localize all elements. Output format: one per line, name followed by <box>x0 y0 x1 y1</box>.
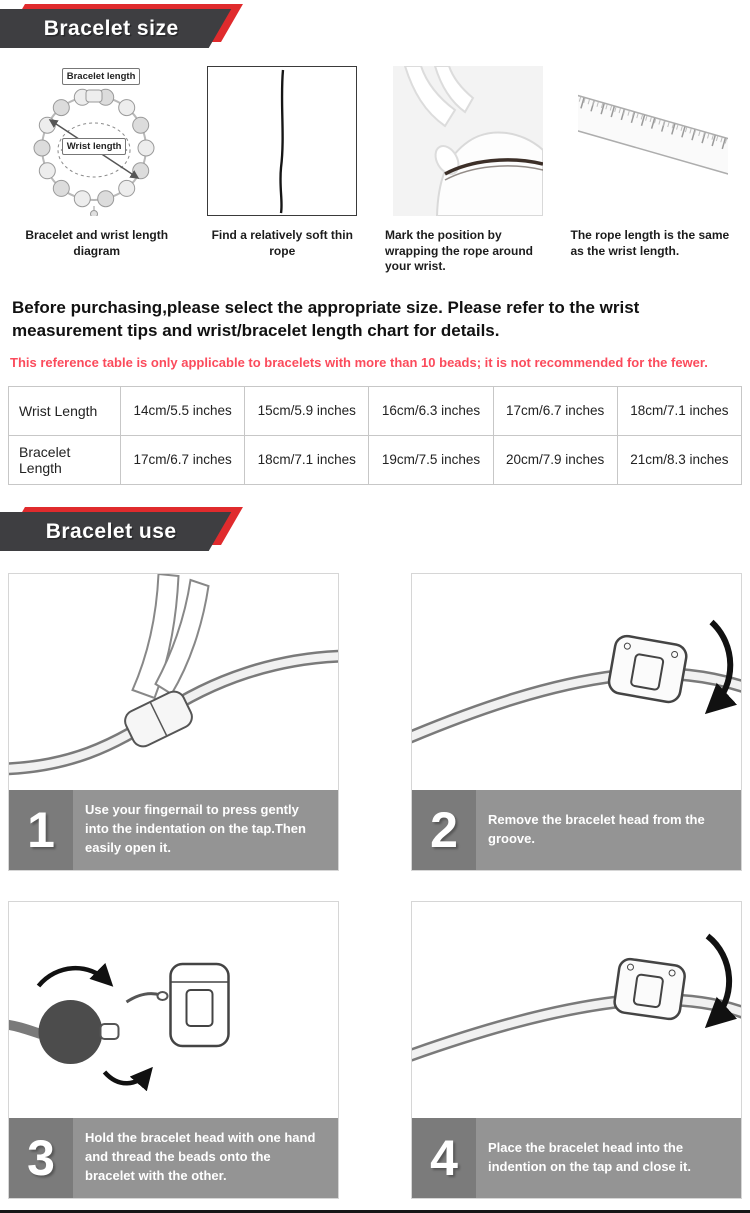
use-step-panel-3: 3 Hold the bracelet head with one hand a… <box>8 900 339 1199</box>
section-title-use: Bracelet use <box>45 519 177 543</box>
measure-caption-3: Mark the position by wrapping the rope a… <box>385 228 534 274</box>
step-number-4: 4 <box>412 1117 476 1198</box>
bracelet-diagram-icon: Bracelet length Wrist length <box>22 66 172 216</box>
table-cell: 18cm/7.1 inches <box>616 385 743 436</box>
table-cell: 16cm/6.3 inches <box>368 385 494 436</box>
table-cell: 17cm/6.7 inches <box>119 434 246 485</box>
table-cell: 20cm/7.9 inches <box>492 434 618 485</box>
banner-dark-shape: Bracelet use <box>0 511 232 551</box>
wrist-wrap-svg <box>392 66 543 216</box>
row-label-wrist: Wrist Length <box>8 385 121 436</box>
table-cell: 17cm/6.7 inches <box>492 385 618 436</box>
ruler-svg <box>578 89 729 183</box>
step-caption-3: Hold the bracelet head with one hand and… <box>85 1130 316 1184</box>
section-banner-size: Bracelet size <box>0 4 750 50</box>
bracelet-length-label: Bracelet length <box>61 68 141 85</box>
close-head-icon <box>412 902 741 1118</box>
step-bar-2: 2 Remove the bracelet head from the groo… <box>412 789 741 870</box>
bottom-divider <box>0 1210 750 1213</box>
wrist-length-row: Wrist Length 14cm/5.5 inches 15cm/5.9 in… <box>8 385 743 436</box>
bracelet-length-row: Bracelet Length 17cm/6.7 inches 18cm/7.1… <box>8 434 743 485</box>
table-cell: 15cm/5.9 inches <box>244 385 370 436</box>
step-number-1: 1 <box>9 789 73 870</box>
press-clasp-svg <box>9 573 338 775</box>
rope-svg <box>279 69 285 214</box>
table-cell: 18cm/7.1 inches <box>244 434 370 485</box>
step-number-2: 2 <box>412 789 476 870</box>
remove-head-icon <box>412 574 741 790</box>
measure-step-4: The rope length is the same as the wrist… <box>561 66 747 275</box>
step-caption-1: Use your fingernail to press gently into… <box>85 802 306 856</box>
use-step-panel-2: 2 Remove the bracelet head from the groo… <box>411 572 742 871</box>
remove-head-svg <box>412 619 741 743</box>
table-cell: 21cm/8.3 inches <box>616 434 743 485</box>
measure-caption-2: Find a relatively soft thin rope <box>211 228 353 258</box>
measure-step-3: Mark the position by wrapping the rope a… <box>375 66 561 275</box>
table-cell: 19cm/7.5 inches <box>368 434 494 485</box>
press-clasp-icon <box>9 573 338 790</box>
measure-step-1: Bracelet length Wrist length Bracelet an… <box>4 66 190 275</box>
step-bar-3: 3 Hold the bracelet head with one hand a… <box>9 1117 338 1198</box>
use-step-panel-1: 1 Use your fingernail to press gently in… <box>8 572 339 871</box>
measure-caption-4: The rope length is the same as the wrist… <box>570 228 730 258</box>
measure-steps-row: Bracelet length Wrist length Bracelet an… <box>4 66 746 275</box>
thread-beads-svg <box>9 962 230 1091</box>
wrist-wrap-icon <box>392 66 543 216</box>
size-table: Wrist Length 14cm/5.5 inches 15cm/5.9 in… <box>8 385 743 485</box>
row-label-bracelet: Bracelet Length <box>8 434 121 485</box>
step-caption-4: Place the bracelet head into the indenti… <box>488 1139 691 1174</box>
step-caption-2: Remove the bracelet head from the groove… <box>488 811 705 846</box>
step-bar-4: 4 Place the bracelet head into the inden… <box>412 1117 741 1198</box>
reference-note: This reference table is only applicable … <box>10 354 708 370</box>
intro-text: Before purchasing,please select the appr… <box>12 297 640 340</box>
wrist-length-label: Wrist length <box>61 138 127 155</box>
rope-icon <box>207 66 358 216</box>
use-step-panel-4: 4 Place the bracelet head into the inden… <box>411 900 742 1199</box>
table-cell: 14cm/5.5 inches <box>119 385 246 436</box>
bracelet-diagram-svg <box>33 88 155 216</box>
step-number-3: 3 <box>9 1117 73 1198</box>
step-bar-1: 1 Use your fingernail to press gently in… <box>9 789 338 870</box>
measure-caption-1: Bracelet and wrist length diagram <box>25 228 169 258</box>
thread-beads-icon <box>9 902 338 1118</box>
section-banner-use: Bracelet use <box>0 506 750 553</box>
section-title-size: Bracelet size <box>43 16 179 40</box>
banner-dark-shape: Bracelet size <box>0 9 232 48</box>
ruler-icon <box>578 66 729 216</box>
close-head-svg <box>412 933 741 1062</box>
measure-step-2: Find a relatively soft thin rope <box>190 66 376 275</box>
use-steps-grid: 1 Use your fingernail to press gently in… <box>8 572 742 1199</box>
